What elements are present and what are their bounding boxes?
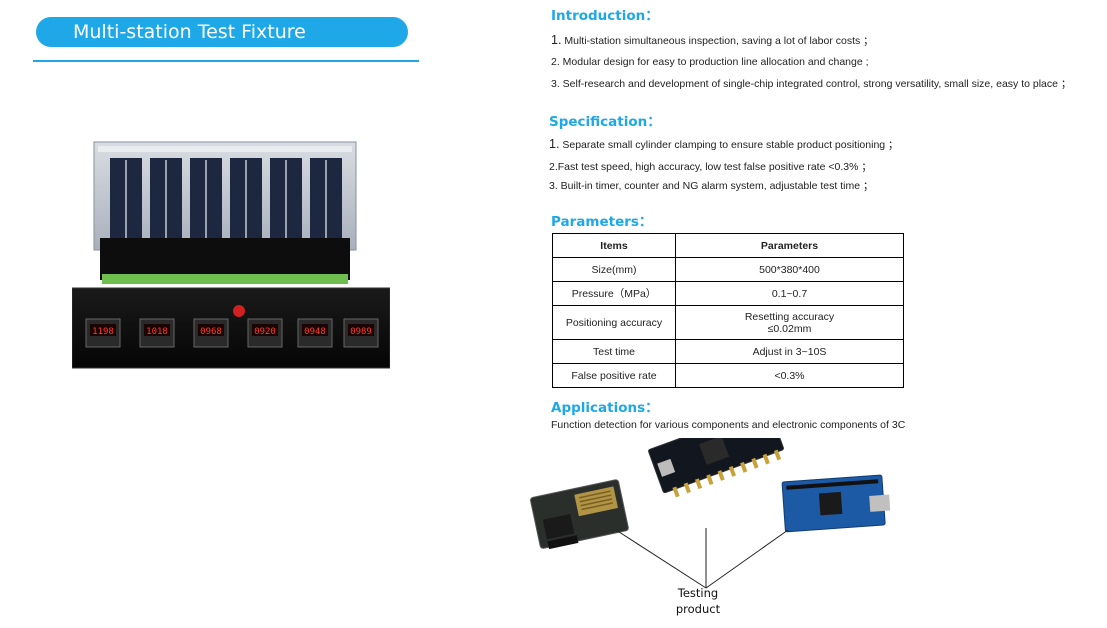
row-value-line-2: ≤0.02mm bbox=[767, 322, 812, 335]
station-display-2: 1018 bbox=[146, 327, 168, 337]
applications-text: Function detection for various component… bbox=[551, 419, 906, 431]
table-row: False positive rate <0.3% bbox=[552, 363, 904, 388]
testing-product-label: Testing product bbox=[662, 585, 734, 617]
station-display-4: 0920 bbox=[254, 327, 276, 337]
spec-item-2-text: 2.Fast test speed, high accuracy, low te… bbox=[549, 161, 872, 173]
row-item: Positioning accuracy bbox=[552, 305, 676, 340]
intro-item-1-text: Multi-station simultaneous inspection, s… bbox=[561, 35, 874, 47]
column-header-items: Items bbox=[552, 233, 676, 258]
intro-item-2-text: 2. Modular design for easy to production… bbox=[551, 56, 869, 68]
spec-item-1-text: Separate small cylinder clamping to ensu… bbox=[559, 139, 899, 151]
parameters-heading: Parameters： bbox=[551, 214, 653, 230]
spec-item-1: 1. Separate small cylinder clamping to e… bbox=[549, 137, 899, 152]
spec-item-3: 3. Built-in timer, counter and NG alarm … bbox=[549, 178, 873, 193]
page-title: Multi-station Test Fixture bbox=[36, 17, 408, 47]
station-display-3: 0968 bbox=[200, 327, 222, 337]
parameters-table: Items Parameters Size(mm) 500*380*400 Pr… bbox=[552, 233, 904, 388]
row-item: False positive rate bbox=[552, 363, 676, 388]
station-display-1: 1198 bbox=[92, 327, 114, 337]
product-photo: 1198 1018 0968 0920 0948 0989 bbox=[72, 141, 390, 369]
row-item: Size(mm) bbox=[552, 257, 676, 282]
title-underline bbox=[33, 60, 419, 62]
applications-photo bbox=[530, 438, 891, 589]
row-value: Resetting accuracy ≤0.02mm bbox=[675, 305, 904, 340]
spec-item-1-num: 1. bbox=[549, 137, 560, 151]
testing-product-label-line-1: Testing bbox=[677, 586, 719, 600]
row-value-line-1: Resetting accuracy bbox=[744, 310, 835, 323]
row-value: Adjust in 3~10S bbox=[675, 339, 904, 364]
column-header-parameters: Parameters bbox=[675, 233, 904, 258]
row-value: <0.3% bbox=[675, 363, 904, 388]
intro-item-1: 1. Multi-station simultaneous inspection… bbox=[551, 33, 874, 48]
station-display-5: 0948 bbox=[304, 327, 326, 337]
spec-item-3-text: 3. Built-in timer, counter and NG alarm … bbox=[549, 180, 874, 192]
introduction-heading: Introduction： bbox=[551, 8, 659, 24]
row-value: 0.1~0.7 bbox=[675, 281, 904, 306]
applications-heading: Applications： bbox=[551, 400, 659, 416]
spec-item-2: 2.Fast test speed, high accuracy, low te… bbox=[549, 159, 872, 174]
intro-item-3-text: 3. Self-research and development of sing… bbox=[551, 78, 1072, 90]
row-item: Pressure（MPa） bbox=[552, 281, 676, 306]
testing-product-label-line-2: product bbox=[675, 602, 721, 616]
intro-item-2: 2. Modular design for easy to production… bbox=[551, 56, 869, 68]
row-item: Test time bbox=[552, 339, 676, 364]
table-row: Size(mm) 500*380*400 bbox=[552, 257, 904, 282]
table-row: Test time Adjust in 3~10S bbox=[552, 339, 904, 364]
table-header-row: Items Parameters bbox=[552, 233, 904, 258]
row-value: 500*380*400 bbox=[675, 257, 904, 282]
table-row: Positioning accuracy Resetting accuracy … bbox=[552, 305, 904, 340]
specification-heading: Specification： bbox=[549, 114, 661, 130]
intro-item-3: 3. Self-research and development of sing… bbox=[551, 76, 1071, 91]
table-row: Pressure（MPa） 0.1~0.7 bbox=[552, 281, 904, 306]
intro-item-1-num: 1. bbox=[551, 33, 562, 47]
station-display-6: 0989 bbox=[350, 327, 372, 337]
